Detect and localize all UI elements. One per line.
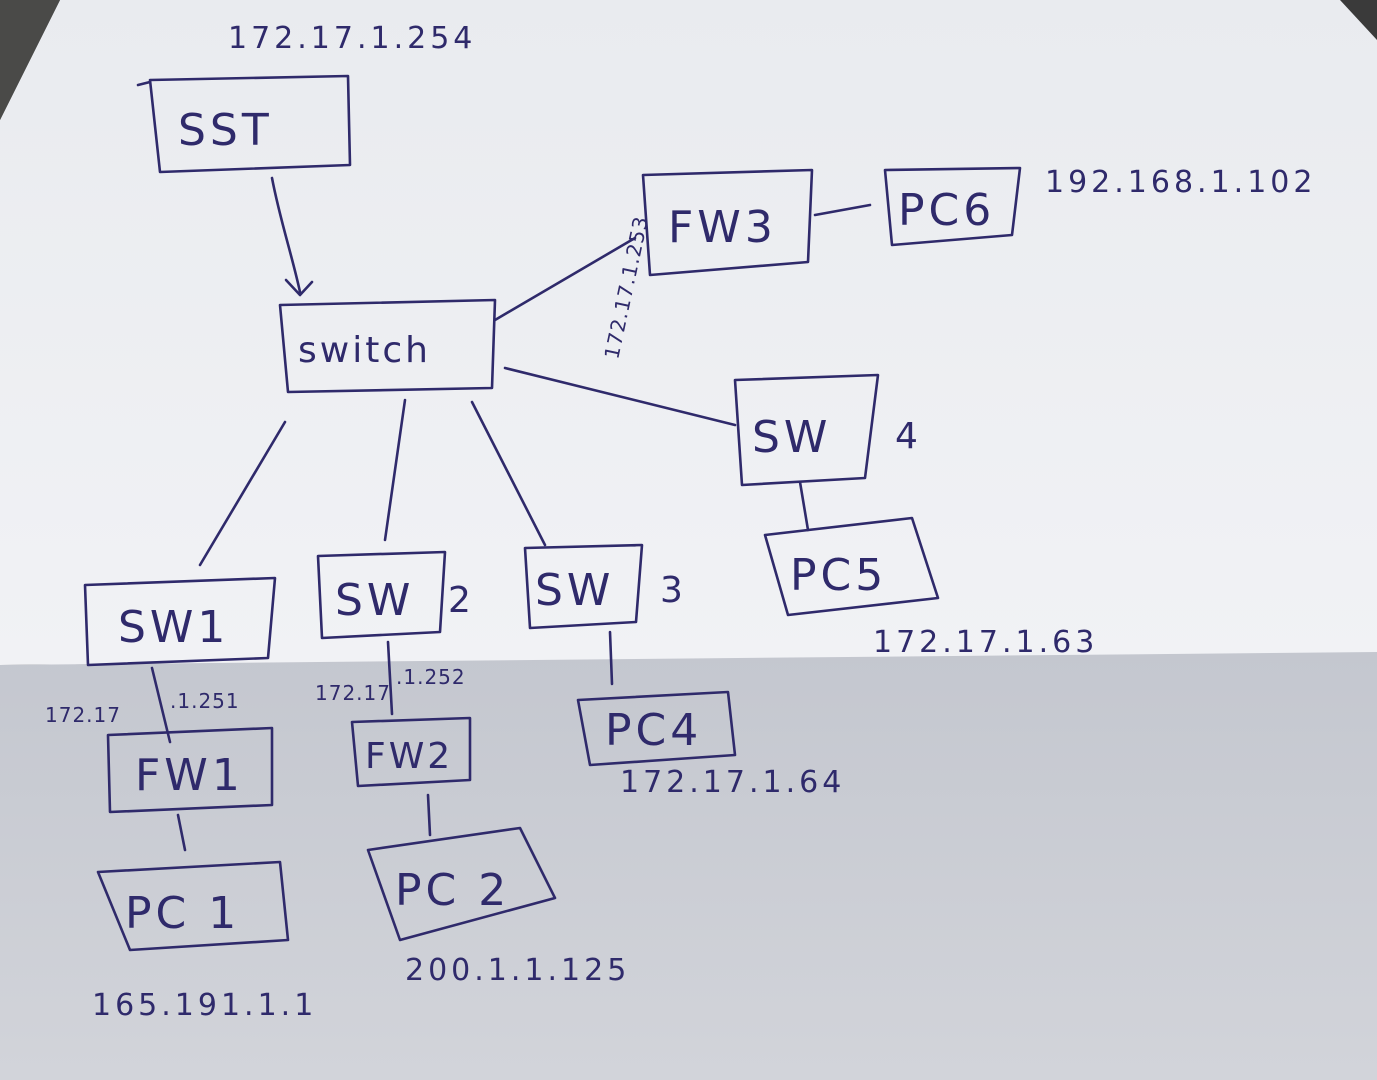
edge-switch-sw2 xyxy=(383,398,407,542)
node-sw1 xyxy=(83,576,277,667)
connections xyxy=(150,176,872,852)
label-pc4: PC4 xyxy=(605,705,702,756)
ip-pc2: 200.1.1.125 xyxy=(405,953,630,988)
node-fw1 xyxy=(106,726,274,814)
node-switch xyxy=(278,298,497,394)
node-fw2 xyxy=(350,716,472,788)
node-pc4 xyxy=(576,690,737,767)
edge-switch-sw4 xyxy=(503,366,737,427)
edge-fw1-pc1 xyxy=(176,813,187,852)
node-pc1 xyxy=(96,860,290,952)
edge-sw2-fw2 xyxy=(386,640,394,716)
label-pc5: PC5 xyxy=(790,550,887,601)
node-sw2 xyxy=(316,550,447,640)
node-sw3 xyxy=(523,543,644,630)
edge-switch-sw3 xyxy=(470,400,547,547)
label-sw2-number: 2 xyxy=(448,580,474,621)
paper-top xyxy=(0,0,1377,665)
edge-sw4-pc5 xyxy=(798,480,810,532)
label-sw2: SW xyxy=(335,575,414,626)
node-pc2 xyxy=(366,826,557,942)
edge-sw1-fw1 xyxy=(150,666,172,744)
edge-sst-switch xyxy=(270,176,302,294)
ip-fw2-right: .1.252 xyxy=(396,665,466,689)
paper-bottom-fold xyxy=(0,652,1377,1080)
label-sw3-number: 3 xyxy=(660,570,686,611)
desk-corner xyxy=(0,0,60,120)
label-sw4: SW xyxy=(752,412,831,463)
label-sw4-number: 4 xyxy=(895,416,921,457)
ip-fw1-right: .1.251 xyxy=(170,689,240,713)
node-pc5 xyxy=(763,516,940,617)
label-pc2: PC 2 xyxy=(395,865,510,916)
label-fw1: FW1 xyxy=(135,750,244,801)
ip-fw2-left: 172.17 xyxy=(315,681,391,705)
ip-pc6: 192.168.1.102 xyxy=(1045,165,1316,200)
edge-switch-fw3 xyxy=(493,236,637,322)
edge-switch-sw1 xyxy=(198,420,287,567)
node-sw4 xyxy=(733,373,880,487)
edge-fw2-pc2 xyxy=(426,793,432,837)
edge-sw3-pc4 xyxy=(608,630,614,686)
ip-sst: 172.17.1.254 xyxy=(228,21,476,56)
ip-pc5: 172.17.1.63 xyxy=(873,625,1098,660)
label-sw1: SW1 xyxy=(118,602,229,653)
label-fw3: FW3 xyxy=(668,202,777,253)
node-fw3 xyxy=(641,168,814,277)
label-fw2: FW2 xyxy=(365,736,453,777)
ip-pc1: 165.191.1.1 xyxy=(92,988,317,1023)
ip-pc4: 172.17.1.64 xyxy=(620,765,845,800)
node-pc6 xyxy=(883,166,1022,247)
label-pc1: PC 1 xyxy=(125,888,240,939)
label-switch: switch xyxy=(298,330,431,371)
label-sw3: SW xyxy=(535,565,614,616)
node-sst xyxy=(136,74,352,174)
label-sst: SST xyxy=(178,105,273,156)
label-pc6: PC6 xyxy=(898,185,995,236)
arrowhead-icon xyxy=(284,278,314,297)
ip-fw1-left: 172.17 xyxy=(45,703,121,727)
edge-fw3-pc6 xyxy=(813,203,872,217)
